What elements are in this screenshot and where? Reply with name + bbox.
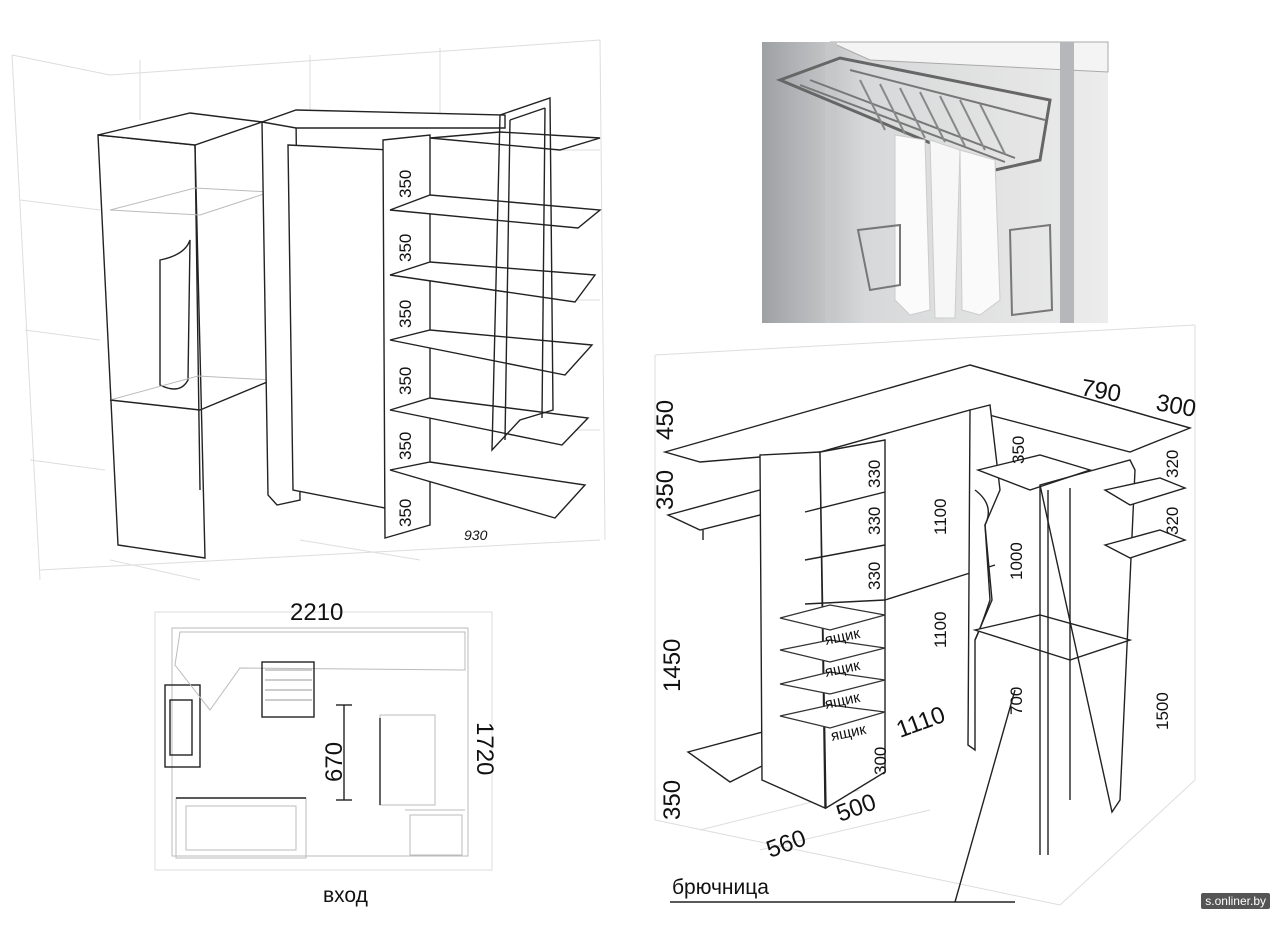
left-height-450: 450 (652, 400, 679, 440)
right-shelf-320b: 320 (1163, 507, 1182, 535)
left-height-350a: 350 (652, 470, 679, 510)
hanging-1000: 1000 (1007, 542, 1026, 580)
left-shelf-dim-4: 350 (396, 367, 415, 395)
top-width-300: 300 (1154, 389, 1198, 423)
bottom-depth-560: 560 (763, 825, 810, 864)
under-drawers-300: 300 (871, 747, 890, 775)
left-shelf-dim-2: 350 (396, 234, 415, 262)
top-left-cabinet: 350 350 350 350 350 350 930 (11, 39, 606, 581)
right-shelf-320a: 320 (1163, 450, 1182, 478)
right-cabinet: 450 350 1450 350 790 300 1110 560 500 33… (652, 324, 1198, 906)
mid-shelf-330c: 330 (865, 562, 884, 590)
floor-plan: 2210 1720 670 вход (154, 599, 498, 907)
trouser-rack-label: брючница (672, 876, 769, 899)
trouser-rack-photo (762, 41, 1109, 323)
plan-passage-dim: 670 (321, 742, 348, 782)
watermark: s.onliner.by (1201, 893, 1270, 909)
left-shelf-dim-1: 350 (396, 170, 415, 198)
right-height-1500: 1500 (1153, 692, 1172, 730)
mid-shelf-330a: 330 (865, 460, 884, 488)
upper-bay-1100: 1100 (931, 498, 950, 535)
left-shelf-dim-6: 350 (396, 499, 415, 527)
mid-shelf-330b: 330 (865, 507, 884, 535)
plan-depth-dim: 1720 (471, 722, 498, 775)
post-height-700: 700 (1007, 687, 1026, 715)
center-depth-1110: 1110 (893, 701, 949, 743)
left-height-1450: 1450 (659, 639, 686, 692)
entrance-label: вход (323, 884, 368, 907)
left-shelf-dim-3: 350 (396, 300, 415, 328)
left-height-350b: 350 (659, 780, 686, 820)
left-width-dim: 930 (464, 527, 488, 543)
left-shelf-dim-5: 350 (396, 432, 415, 460)
plan-width-dim: 2210 (290, 599, 343, 626)
inner-top-350: 350 (1009, 436, 1028, 464)
lower-bay-1100: 1100 (931, 611, 950, 648)
